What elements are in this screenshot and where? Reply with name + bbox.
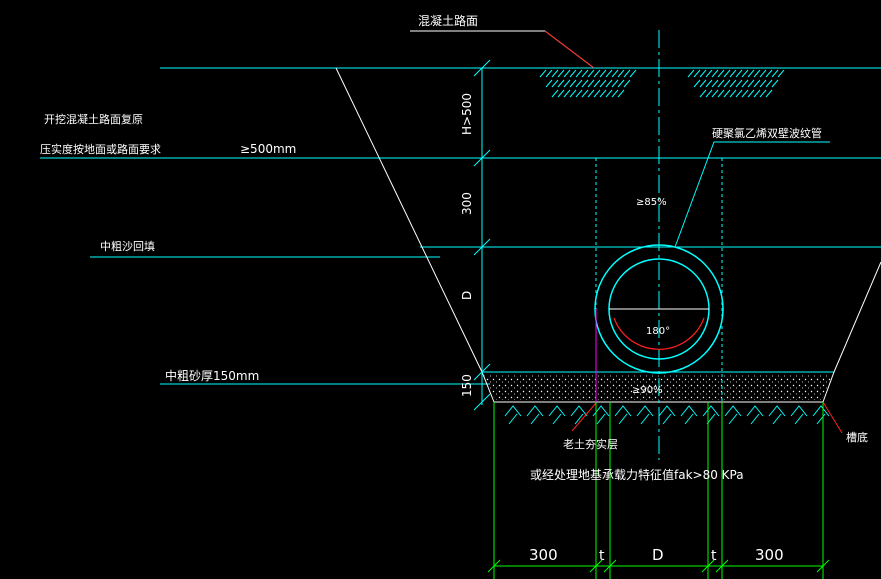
label-concrete-surface: 混凝土路面 — [418, 13, 478, 28]
pipe-projection-lines — [595, 158, 723, 402]
trench-right-wall — [833, 261, 881, 373]
label-subgrade-1: 老土夯实层 — [563, 437, 618, 451]
sand-bedding-fill — [484, 375, 832, 400]
dim-h: H>500 — [460, 93, 474, 135]
pipe — [594, 244, 724, 374]
road-surface-leader — [410, 30, 595, 69]
label-sand-bed: 中粗砂厚150mm — [165, 368, 259, 383]
label-trench-bottom: 槽底 — [846, 430, 868, 444]
bed-angle-arc — [613, 317, 705, 350]
trench-bottom-leader — [822, 401, 843, 434]
dim-d-v: D — [460, 291, 474, 300]
subgrade-leader-red — [571, 402, 597, 432]
trench-walls — [335, 67, 881, 403]
bed-left-edge — [481, 371, 495, 403]
dim-h-4: 300 — [755, 546, 784, 564]
horizontal-dimension — [487, 402, 830, 579]
label-sand-backfill: 中粗沙回填 — [100, 239, 155, 253]
vertical-dimension — [473, 59, 491, 411]
dim-h-0: 300 — [529, 546, 558, 564]
road-hatch — [504, 69, 830, 425]
label-subgrade-2: 或经处理地基承载力特征值fak>80 KPa — [530, 467, 744, 482]
dim-h-3: t — [711, 548, 717, 564]
dim-h-1: t — [599, 548, 605, 564]
label-compaction-85: ≥85% — [636, 197, 667, 208]
dim-300-v: 300 — [460, 192, 474, 215]
label-excavate-restore-2: 压实度按地面或路面要求 — [40, 142, 161, 156]
label-cover-depth: ≥500mm — [240, 142, 296, 156]
label-excavate-restore-1: 开挖混凝土路面复原 — [44, 112, 143, 126]
label-pipe-name: 硬聚氯乙烯双壁波纹管 — [712, 126, 822, 140]
trench-left-wall — [335, 67, 483, 373]
bed-right-edge — [822, 371, 835, 403]
dim-h-2: D — [652, 546, 664, 564]
road-surface-leader-red — [544, 30, 595, 69]
dim-150-v: 150 — [460, 374, 474, 397]
label-compaction-90: ≥90% — [632, 385, 663, 396]
label-bed-angle: 180° — [646, 326, 670, 337]
pipe-name-leader — [674, 141, 830, 248]
pipe-outer-wall — [594, 244, 724, 374]
